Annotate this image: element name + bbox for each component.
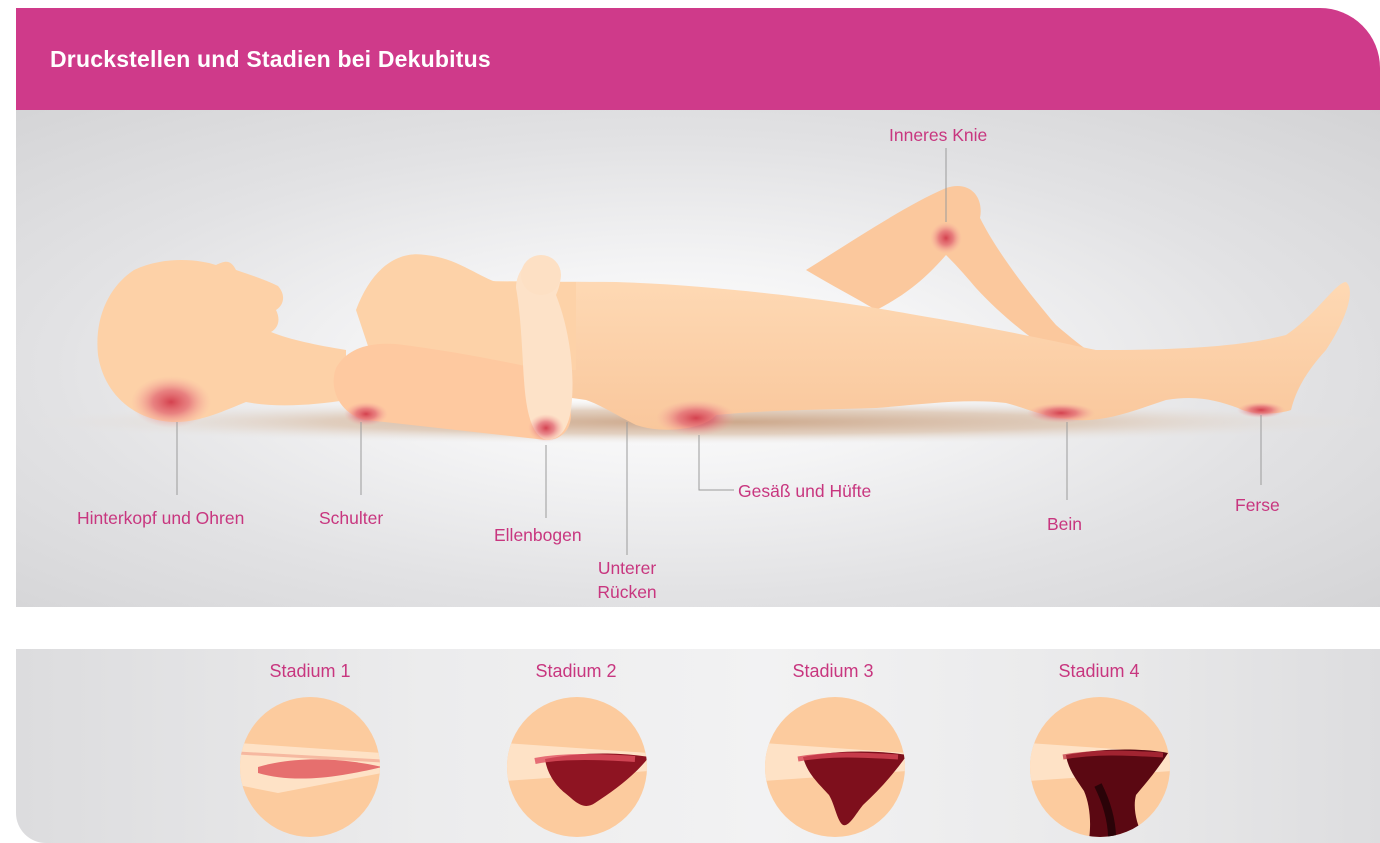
body-diagram-panel: Hinterkopf und Ohren Schulter Ellenbogen… (16, 110, 1380, 607)
label-schulter: Schulter (319, 506, 383, 530)
stage-3-label: Stadium 3 (753, 661, 913, 682)
label-gesaess: Gesäß und Hüfte (738, 479, 871, 503)
stage-1-label: Stadium 1 (230, 661, 390, 682)
label-ellenbogen: Ellenbogen (494, 523, 582, 547)
label-ruecken: Rücken (581, 580, 673, 604)
stage-2-illustration (505, 695, 649, 839)
label-bein: Bein (1047, 512, 1082, 536)
stage-4-label: Stadium 4 (1019, 661, 1179, 682)
stage-1-illustration (238, 695, 382, 839)
stages-panel: Stadium 1 Stadium 2 Stadium 3 Stadi (16, 649, 1380, 843)
wound-knie (930, 222, 962, 254)
page-title: Druckstellen und Stadien bei Dekubitus (50, 46, 491, 73)
wound-gesaess (656, 400, 736, 436)
stage-4-illustration (1028, 695, 1172, 839)
header-bar: Druckstellen und Stadien bei Dekubitus (16, 8, 1380, 110)
wound-ellenbogen (528, 414, 564, 442)
wound-bein (1027, 403, 1095, 423)
label-ferse: Ferse (1235, 493, 1280, 517)
stage-3-illustration (763, 695, 907, 839)
hand (521, 255, 561, 295)
stage-2-label: Stadium 2 (496, 661, 656, 682)
wound-hinterkopf (131, 376, 211, 428)
label-unterer: Unterer (581, 556, 673, 580)
lying-body-illustration (16, 110, 1380, 607)
label-unterer-ruecken: Unterer Rücken (581, 556, 673, 604)
label-inneres-knie: Inneres Knie (889, 123, 987, 147)
label-hinterkopf: Hinterkopf und Ohren (77, 506, 244, 530)
wound-schulter (344, 402, 388, 426)
